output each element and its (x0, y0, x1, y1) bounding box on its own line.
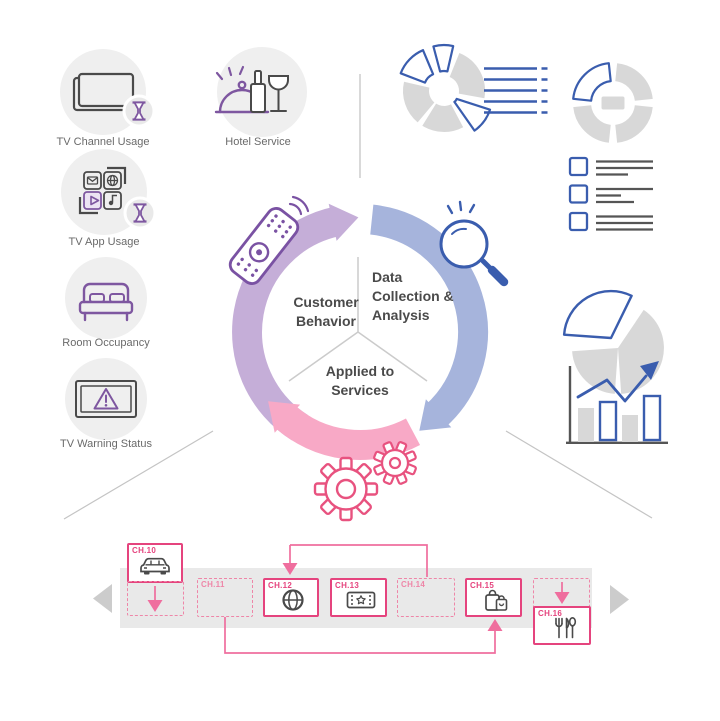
shopping-bag-icon (484, 589, 507, 611)
label-tv-channel-usage: TV Channel Usage (56, 136, 150, 148)
cycle-label-customer-behavior: Customer Behavior (293, 294, 359, 329)
room-occupancy-icon (65, 257, 147, 339)
tv-channel-usage-icon (60, 49, 156, 135)
label-room-occupancy: Room Occupancy (62, 337, 150, 349)
channel-connector-arrowheads (147, 563, 570, 631)
prev-arrow-icon[interactable] (93, 584, 112, 613)
channel-box-ch14: CH.14 (397, 578, 455, 617)
arc-applied-services (274, 404, 421, 460)
tv-warning-status-icon (65, 358, 147, 440)
arrowhead-purple (328, 203, 359, 241)
checklist-icon (568, 156, 653, 232)
cycle-arrows (232, 203, 489, 460)
hotel-service-icon (214, 47, 307, 137)
hourglass-badge-icon (122, 94, 156, 128)
ticket-icon (346, 591, 375, 609)
channel-label: CH.12 (268, 581, 293, 590)
channel-box-ch16: CH.16 (533, 606, 591, 645)
channel-box-ch13: CH.13 (330, 578, 387, 617)
label-tv-warning-status: TV Warning Status (60, 438, 152, 450)
channel-box-ch11: CH.11 (197, 578, 253, 617)
channel-box-ch10: CH.10 (127, 543, 183, 583)
next-arrow-icon[interactable] (610, 585, 629, 614)
divider-lines (63, 74, 653, 520)
globe-icon (282, 589, 304, 611)
gears-icon (313, 441, 417, 522)
empty-slot-ch10 (127, 581, 184, 616)
channel-label: CH.13 (335, 581, 360, 590)
channel-label: CH.16 (538, 609, 563, 618)
tv-app-usage-icon (61, 149, 157, 235)
channel-box-ch12: CH.12 (263, 578, 319, 617)
arc-data-collection (369, 204, 489, 428)
channel-box-ch15: CH.15 (465, 578, 522, 617)
remote-control-icon (228, 195, 310, 285)
channel-label: CH.15 (470, 581, 495, 590)
channel-connectors (154, 544, 563, 654)
car-icon (140, 557, 170, 575)
signal-waves-icon (288, 195, 310, 216)
channel-label: CH.10 (132, 546, 157, 555)
label-tv-app-usage: TV App Usage (68, 236, 140, 248)
bar-chart-trend-icon (566, 361, 668, 444)
cutlery-icon (555, 616, 577, 639)
cycle-label-data-collection: Data Collection & Analysis (372, 269, 454, 323)
hourglass-badge-icon (123, 196, 157, 230)
pie-chart-icon (562, 289, 664, 394)
cycle-divider-y (288, 257, 428, 382)
label-hotel-service: Hotel Service (225, 136, 291, 148)
sparkle-icon (446, 200, 476, 215)
donut-chart-with-center-bar-icon (572, 62, 653, 143)
arrowhead-blue (419, 399, 452, 431)
arrowhead-pink (268, 401, 301, 433)
exploded-donut-chart-icon (399, 43, 492, 132)
channel-label: CH.11 (201, 580, 225, 589)
cycle-label-applied-services: Applied to Services (325, 363, 395, 398)
channel-label: CH.14 (401, 580, 426, 589)
magnifier-icon (439, 200, 509, 287)
list-lines-icon (484, 67, 548, 114)
